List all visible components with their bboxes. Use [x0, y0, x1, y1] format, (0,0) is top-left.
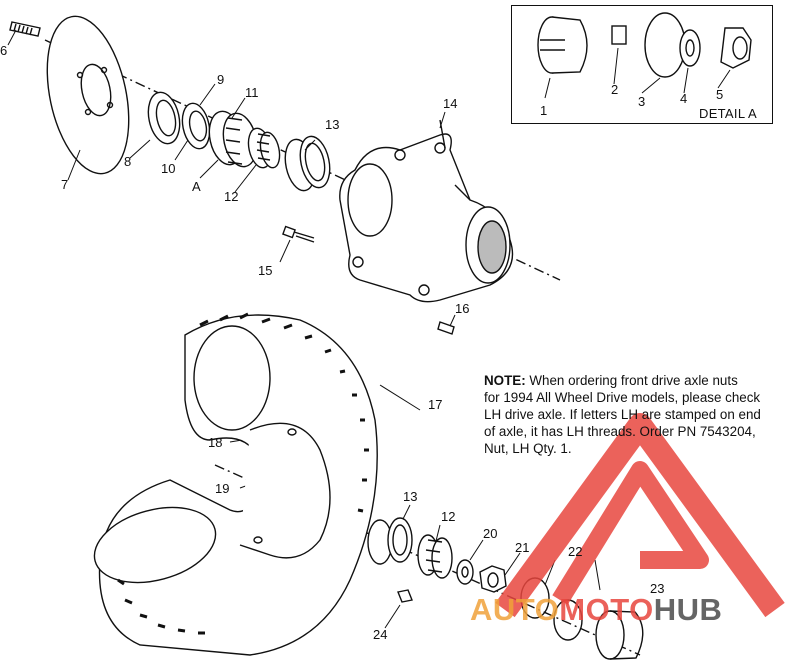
brake-disc-7 [46, 15, 130, 175]
note-line-3: LH drive axle. If letters LH are stamped… [484, 407, 761, 422]
axle-nut-21 [479, 565, 507, 593]
callout-22: 22 [568, 544, 583, 559]
callout-12-lower: 12 [441, 509, 456, 524]
callout-9: 9 [217, 72, 225, 87]
callout-12-upper: 12 [224, 189, 239, 204]
callout-17: 17 [428, 397, 443, 412]
tire-17 [93, 312, 378, 656]
note-line-4: of axle, it has LH threads. Order PN 754… [484, 424, 756, 439]
detail-a-parts [537, 12, 752, 99]
callout-3: 3 [638, 94, 646, 109]
bearing-race-13-lower [367, 517, 413, 565]
note-line-2: for 1994 All Wheel Drive models, please … [484, 390, 761, 405]
axis-line-lower [214, 464, 641, 656]
callout-2: 2 [611, 82, 619, 97]
callout-16: 16 [455, 301, 470, 316]
note-text: NOTE: When ordering front drive axle nut… [484, 372, 800, 457]
callout-10: 10 [161, 161, 176, 176]
callout-20: 20 [483, 526, 498, 541]
watermark-moto: MOTO [559, 592, 654, 627]
one-way-clutch-11 [208, 110, 258, 168]
callout-4: 4 [680, 91, 688, 106]
watermark-hub: HUB [653, 592, 723, 627]
ring-9-10 [181, 102, 211, 150]
detail-a-box [511, 5, 773, 124]
callout-11: 11 [245, 85, 259, 100]
detail-a-title: DETAIL A [699, 106, 758, 121]
watermark-text: AUTOMOTOHUB [470, 592, 722, 628]
callout-23: 23 [650, 581, 665, 596]
seal-8 [147, 91, 181, 145]
callout-13-lower: 13 [403, 489, 418, 504]
callout-21: 21 [515, 540, 530, 555]
callout-8: 8 [124, 154, 132, 169]
rim-18-19 [239, 422, 331, 559]
callout-7: 7 [61, 177, 69, 192]
callout-A: A [192, 179, 201, 194]
cap-24 [397, 589, 413, 603]
stud-16 [437, 321, 455, 335]
bolt-15 [282, 225, 315, 243]
note-heading: NOTE: [484, 373, 526, 388]
note-line-1: When ordering front drive axle nuts [525, 373, 738, 388]
callout-14: 14 [443, 96, 458, 111]
callout-1: 1 [540, 103, 548, 118]
watermark-logo-shape [495, 413, 785, 618]
callout-13-upper: 13 [325, 117, 340, 132]
note-line-5: Nut, LH Qty. 1. [484, 441, 572, 456]
callout-18: 18 [208, 435, 223, 450]
callout-24: 24 [373, 627, 388, 642]
callout-15: 15 [258, 263, 273, 278]
washer-20 [456, 559, 474, 585]
bearing-12-lower [417, 534, 453, 579]
bearing-12-upper [247, 127, 281, 169]
callout-19: 19 [215, 481, 230, 496]
callout-5: 5 [716, 87, 724, 102]
screw-6 [9, 21, 41, 37]
callout-6: 6 [0, 43, 8, 58]
watermark-auto: AUTO [470, 592, 560, 627]
bearing-race-13-upper [284, 135, 331, 192]
hub-housing-14 [339, 119, 514, 303]
hub-cap-23 [595, 610, 644, 660]
